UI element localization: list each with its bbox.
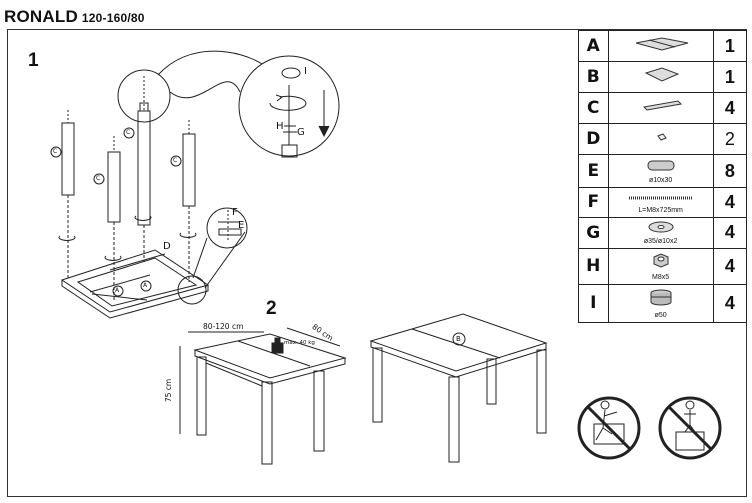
detail-circle-large: [238, 55, 340, 157]
part-qty: 1: [712, 29, 748, 63]
part-letter: E: [578, 154, 609, 188]
detail-circle-small: [117, 69, 171, 123]
part-qty: 4: [712, 216, 748, 249]
part-spec: ø35/ø10x2: [643, 238, 678, 246]
callout-c-3: C: [126, 129, 131, 136]
part-qty: 4: [712, 247, 748, 285]
part-letter: H: [578, 247, 609, 285]
dimension-height: 75 cm: [164, 378, 174, 403]
no-stepping-on-table-icon: [658, 396, 722, 460]
part-spec: M8x5: [652, 273, 670, 281]
detail-circle-corner: [177, 275, 207, 305]
callout-g: G: [297, 127, 305, 138]
part-qty: 8: [712, 154, 748, 188]
parts-row-b: B 1: [578, 61, 748, 94]
parts-row-g: G ø35/ø10x2 4: [578, 216, 748, 249]
table-extended-small: [179, 327, 347, 465]
part-spec: L=M8x725mm: [638, 207, 683, 215]
callout-c-2: C: [96, 175, 101, 182]
part-qty: 1: [712, 61, 748, 94]
callout-b: B: [456, 335, 461, 343]
model-name: RONALD: [4, 7, 78, 26]
part-letter: I: [578, 283, 609, 324]
parts-row-h: H M8x5 4: [578, 247, 748, 285]
no-standing-on-table-icon: [577, 396, 641, 460]
dowel-icon: ø10x30: [607, 154, 714, 188]
model-size: 120-160/80: [81, 11, 145, 25]
step-2-label: 2: [266, 298, 277, 319]
part-spec: ø50: [654, 311, 667, 319]
extension-leaf-icon: [607, 61, 714, 94]
part-qty: 4: [712, 92, 748, 125]
callout-f: F: [232, 207, 238, 218]
leg-cap-icon: ø50: [607, 283, 714, 324]
nut-icon: M8x5: [607, 247, 714, 285]
table-extended-large: [369, 313, 548, 463]
parts-row-i: I ø50 4: [578, 283, 748, 324]
dimension-width: 80-120 cm: [203, 322, 244, 331]
part-letter: F: [578, 186, 609, 218]
part-spec: ø10x30: [648, 177, 673, 185]
small-plate-icon: [607, 123, 714, 156]
detail-circle-rod: [206, 207, 248, 249]
leg-icon: [607, 92, 714, 125]
instruction-frame: [7, 29, 747, 497]
cap-detail: [281, 67, 301, 79]
part-qty: 2: [712, 123, 748, 156]
tabletop-extended-icon: [607, 29, 714, 63]
parts-row-e: E ø10x30 8: [578, 154, 748, 188]
callout-a-2: A: [143, 282, 148, 289]
part-letter: G: [578, 216, 609, 249]
washer-icon: ø35/ø10x2: [607, 216, 714, 249]
parts-table: A 1 B 1 C 4 D 2 E ø10x30 8 F: [578, 29, 748, 324]
part-letter: B: [578, 61, 609, 94]
callout-c-4: C: [173, 157, 178, 164]
table-frame-upside-down: [60, 249, 210, 319]
max-load-label: max. 40 kg: [284, 340, 315, 346]
callout-e: E: [238, 220, 245, 231]
callout-a-1: A: [115, 287, 120, 294]
callout-i: I: [304, 66, 307, 77]
parts-row-c: C 4: [578, 92, 748, 125]
part-qty: 4: [712, 283, 748, 324]
parts-row-d: D 2: [578, 123, 748, 156]
callout-c-1: C: [53, 148, 58, 155]
callout-h: H: [276, 121, 284, 132]
part-letter: D: [578, 123, 609, 156]
parts-row-f: F L=M8x725mm 4: [578, 186, 748, 218]
parts-row-a: A 1: [578, 29, 748, 63]
part-letter: C: [578, 92, 609, 125]
step-1-label: 1: [28, 50, 39, 71]
legs-group: [58, 110, 197, 300]
part-letter: A: [578, 29, 609, 63]
threaded-rod-icon: L=M8x725mm: [607, 186, 714, 218]
callout-d: D: [163, 241, 171, 252]
part-qty: 4: [712, 186, 748, 218]
